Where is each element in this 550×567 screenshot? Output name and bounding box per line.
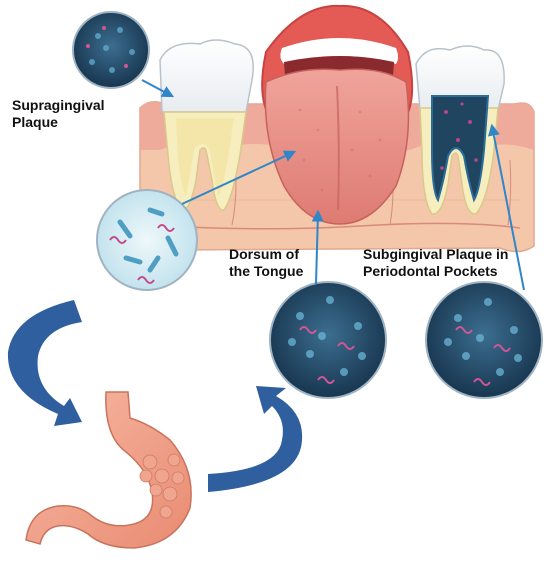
pointer-subgingival [487,123,525,291]
label-dorsum-of-tongue: Dorsum of the Tongue [229,246,329,280]
pointer-supragingival [141,79,175,98]
label-supragingival-plaque: Supragingival Plaque [12,97,122,131]
stomach [25,391,192,549]
label-line: Plaque [12,114,58,130]
flow-arrow-left [7,300,82,426]
label-line: Supragingival [12,97,105,113]
tongue-microbe-circle [96,189,198,291]
label-subgingival-plaque: Subgingival Plaque in Periodontal Pocket… [363,246,548,280]
subgingival-microbe-circle [425,281,543,399]
pointer-tongue-surface [181,150,297,205]
pointer-dorsum [311,209,324,285]
right-tooth [415,45,505,215]
flow-arrow-right [208,386,303,492]
left-tooth [159,39,254,211]
label-line: Periodontal Pockets [363,263,498,279]
pointer-arrows [141,79,525,291]
supragingival-microbe-circle [72,11,150,89]
dorsum-microbe-circle [269,281,387,399]
tongue [264,68,410,225]
label-line: the Tongue [229,263,304,279]
label-line: Subgingival Plaque in [363,246,509,262]
label-line: Dorsum of [229,246,299,262]
